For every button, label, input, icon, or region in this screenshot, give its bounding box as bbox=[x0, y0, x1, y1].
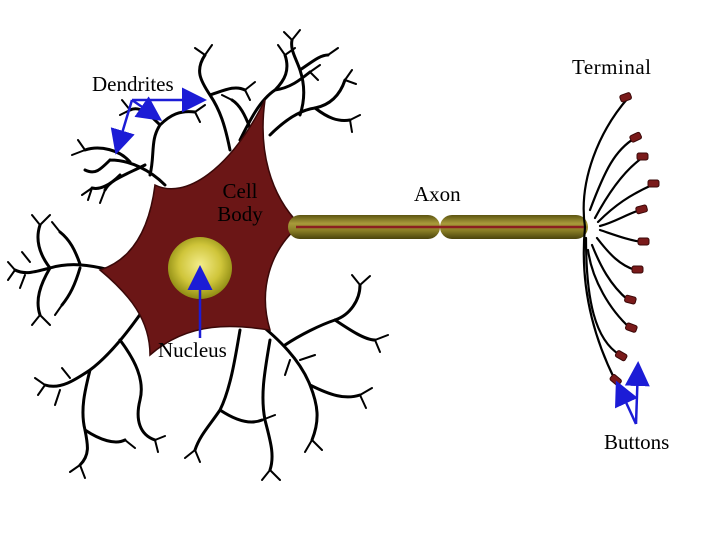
button-3 bbox=[636, 152, 649, 161]
button-2 bbox=[629, 131, 642, 143]
label-nucleus: Nucleus bbox=[158, 338, 227, 362]
label-terminal: Terminal bbox=[572, 55, 652, 79]
button-9 bbox=[624, 322, 638, 333]
axon bbox=[288, 215, 588, 239]
label-cell-body-line2: Body bbox=[217, 202, 263, 227]
button-7 bbox=[631, 265, 644, 274]
pointer-arrows bbox=[110, 87, 650, 425]
dendrites bbox=[7, 29, 389, 481]
label-cell-body-line1: Cell bbox=[222, 179, 258, 203]
button-6 bbox=[637, 237, 650, 246]
buttons-arrow-left bbox=[615, 380, 638, 425]
button-10 bbox=[614, 350, 628, 362]
buttons-arrow-right bbox=[624, 361, 650, 425]
label-buttons: Buttons bbox=[604, 430, 670, 454]
terminal-buttons bbox=[609, 92, 660, 386]
button-5 bbox=[635, 204, 648, 215]
label-axon: Axon bbox=[414, 182, 461, 206]
button-1 bbox=[619, 92, 632, 103]
button-4 bbox=[647, 179, 660, 188]
dendrites-arrow-down-right bbox=[131, 96, 163, 121]
label-cell-body: Cell Body bbox=[212, 179, 268, 227]
button-8 bbox=[624, 294, 637, 305]
dendrites-arrow-down-left bbox=[110, 99, 135, 155]
button-11 bbox=[609, 374, 622, 386]
label-dendrites: Dendrites bbox=[92, 72, 174, 96]
